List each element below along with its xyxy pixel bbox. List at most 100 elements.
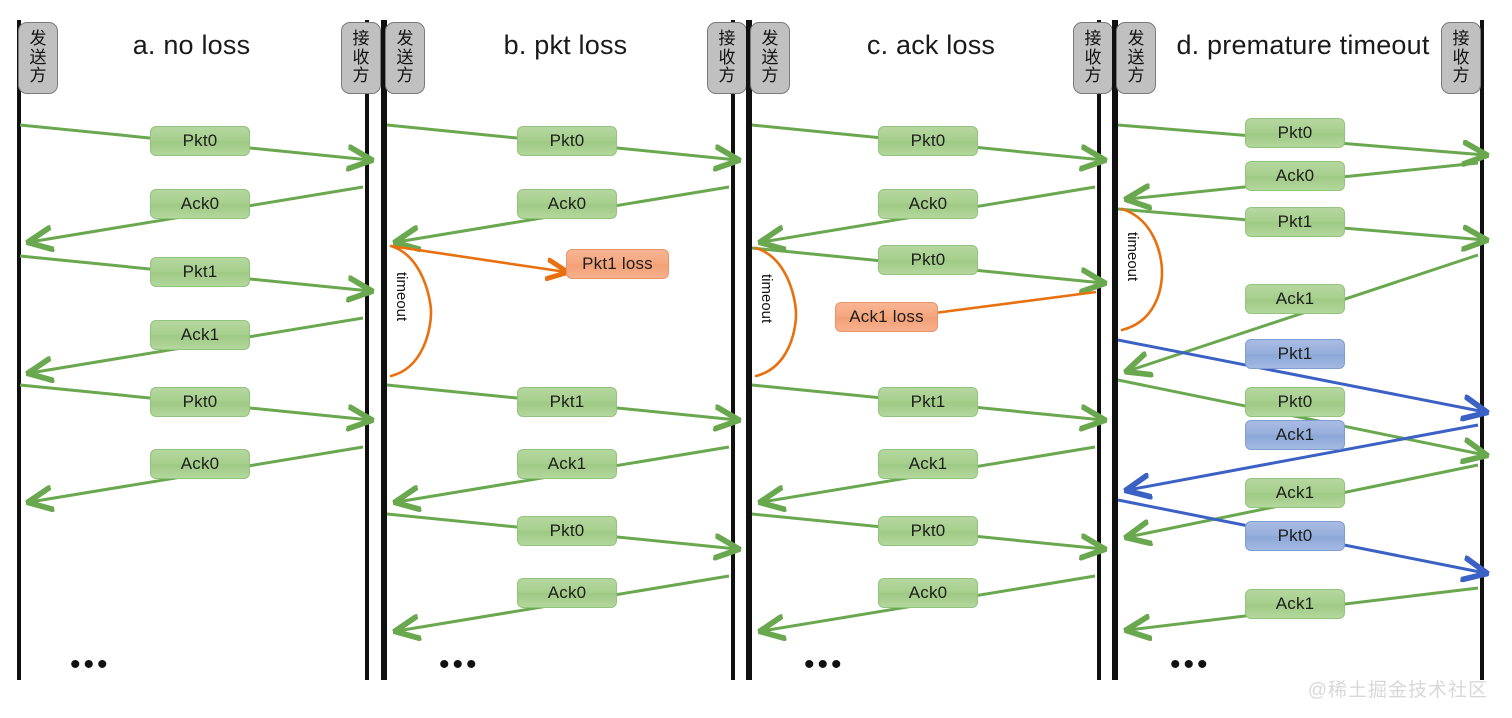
message-label: Ack1 bbox=[180, 325, 220, 344]
arrow-layer-a bbox=[19, 123, 383, 718]
ellipsis-a: ••• bbox=[70, 648, 111, 681]
message-box: Ack0 bbox=[517, 578, 617, 608]
sender-char-3: 方 bbox=[396, 66, 414, 86]
message-box: Pkt0 bbox=[1245, 118, 1345, 148]
message-label: Ack0 bbox=[1275, 166, 1315, 185]
message-label: Pkt0 bbox=[182, 131, 218, 150]
message-label: Pkt1 bbox=[1277, 344, 1313, 363]
message-label: Ack0 bbox=[180, 454, 220, 473]
message-label: Pkt1 bbox=[910, 392, 946, 411]
message-box-retransmit: Pkt0 bbox=[1245, 521, 1345, 551]
message-label: Pkt0 bbox=[1277, 123, 1313, 142]
message-label: Pkt0 bbox=[910, 521, 946, 540]
message-box: Ack1 bbox=[878, 449, 978, 479]
receiver-char-2: 收 bbox=[1084, 47, 1102, 67]
message-box-loss: Ack1 loss bbox=[835, 302, 938, 332]
timeout-label-d: timeout bbox=[1124, 232, 1141, 282]
ellipsis-b: ••• bbox=[439, 648, 480, 681]
receiver-char-2: 收 bbox=[718, 47, 736, 67]
message-box: Pkt0 bbox=[517, 516, 617, 546]
timeout-label-b: timeout bbox=[393, 272, 410, 322]
sender-lifeline-b bbox=[383, 20, 387, 680]
receiver-lifeline-c bbox=[1097, 20, 1101, 680]
message-label: Ack0 bbox=[908, 583, 948, 602]
panel-a-title: a. no loss bbox=[132, 30, 251, 60]
message-label: Ack1 loss bbox=[849, 307, 924, 326]
message-label: Pkt0 bbox=[910, 131, 946, 150]
sender-char-1: 发 bbox=[29, 29, 47, 49]
watermark: @稀土掘金技术社区 bbox=[1307, 680, 1488, 701]
message-box-retransmit: Ack1 bbox=[1245, 420, 1345, 450]
arrow-layer-c bbox=[751, 123, 1114, 718]
sender-char-1: 发 bbox=[761, 29, 779, 49]
message-label: Pkt1 bbox=[549, 392, 585, 411]
message-label: Ack1 bbox=[1275, 289, 1315, 308]
receiver-char-1: 接 bbox=[1452, 29, 1470, 49]
receiver-lifeline-b bbox=[731, 20, 735, 680]
message-label: Pkt0 bbox=[1277, 392, 1313, 411]
message-box: Ack0 bbox=[1245, 161, 1345, 191]
sender-lifeline-d bbox=[1114, 20, 1118, 680]
ellipsis-d: ••• bbox=[1170, 648, 1211, 681]
message-box: Ack0 bbox=[878, 578, 978, 608]
message-label: Pkt0 bbox=[1277, 526, 1313, 545]
sender-char-3: 方 bbox=[761, 66, 779, 86]
message-box: Ack0 bbox=[878, 189, 978, 219]
message-box: Ack0 bbox=[517, 189, 617, 219]
sender-char-3: 方 bbox=[1127, 66, 1145, 86]
message-label: Ack1 bbox=[547, 454, 587, 473]
ellipsis-c: ••• bbox=[804, 648, 845, 681]
sender-box-a: 发 送 方 bbox=[18, 22, 58, 94]
message-label: Pkt0 bbox=[549, 131, 585, 150]
receiver-char-3: 方 bbox=[1084, 66, 1102, 86]
receiver-char-1: 接 bbox=[352, 29, 370, 49]
message-label: Pkt1 bbox=[182, 262, 218, 281]
message-box: Pkt0 bbox=[150, 126, 250, 156]
sender-box-b: 发 送 方 bbox=[385, 22, 425, 94]
panel-c-ack-loss: c. ack loss 发 送 方 接 收 方 timeout Pkt0 bbox=[748, 0, 1114, 718]
receiver-lifeline-a bbox=[365, 20, 369, 680]
message-box: Pkt0 bbox=[1245, 387, 1345, 417]
message-label: Pkt0 bbox=[182, 392, 218, 411]
receiver-char-3: 方 bbox=[352, 66, 370, 86]
panel-c-title: c. ack loss bbox=[866, 30, 996, 60]
message-label: Pkt1 loss bbox=[582, 254, 653, 273]
sender-char-1: 发 bbox=[1127, 29, 1145, 49]
receiver-box-c: 接 收 方 bbox=[1073, 22, 1113, 94]
message-label: Ack1 bbox=[908, 454, 948, 473]
sender-char-2: 送 bbox=[761, 47, 779, 67]
message-label: Ack0 bbox=[908, 194, 948, 213]
message-box: Pkt0 bbox=[878, 516, 978, 546]
sender-box-c: 发 送 方 bbox=[750, 22, 790, 94]
receiver-lifeline-d bbox=[1480, 20, 1484, 680]
message-label: Pkt1 bbox=[1277, 212, 1313, 231]
panel-d-premature-timeout: d. premature timeout 发 送 方 接 收 方 bbox=[1114, 0, 1512, 718]
message-box: Ack0 bbox=[150, 449, 250, 479]
panel-b-title: b. pkt loss bbox=[503, 30, 628, 60]
message-box: Pkt1 bbox=[1245, 207, 1345, 237]
sender-char-2: 送 bbox=[396, 47, 414, 67]
message-label: Ack1 bbox=[1275, 483, 1315, 502]
message-box: Ack1 bbox=[1245, 478, 1345, 508]
message-box: Pkt0 bbox=[878, 245, 978, 275]
message-box: Ack1 bbox=[150, 320, 250, 350]
message-box-loss: Pkt1 loss bbox=[566, 249, 669, 279]
message-box: Pkt0 bbox=[878, 126, 978, 156]
message-box: Ack0 bbox=[150, 189, 250, 219]
sender-lifeline-c bbox=[748, 20, 752, 680]
message-box: Ack1 bbox=[1245, 284, 1345, 314]
panel-a-no-loss: a. no loss 发 送 方 接 收 方 Pkt0 Ack0 Pkt1 Ac… bbox=[0, 0, 383, 718]
message-box: Pkt0 bbox=[150, 387, 250, 417]
message-box: Ack1 bbox=[1245, 589, 1345, 619]
message-label: Ack1 bbox=[1275, 425, 1315, 444]
message-box: Pkt0 bbox=[517, 126, 617, 156]
receiver-char-2: 收 bbox=[352, 47, 370, 67]
sender-char-3: 方 bbox=[29, 66, 47, 86]
sender-char-2: 送 bbox=[29, 47, 47, 67]
sender-box-d: 发 送 方 bbox=[1116, 22, 1156, 94]
receiver-char-2: 收 bbox=[1452, 47, 1470, 67]
timeout-label-c: timeout bbox=[758, 274, 775, 324]
arrow-layer-b bbox=[386, 123, 748, 718]
panel-d-title: d. premature timeout bbox=[1176, 30, 1430, 60]
sender-lifeline-a bbox=[17, 20, 21, 680]
